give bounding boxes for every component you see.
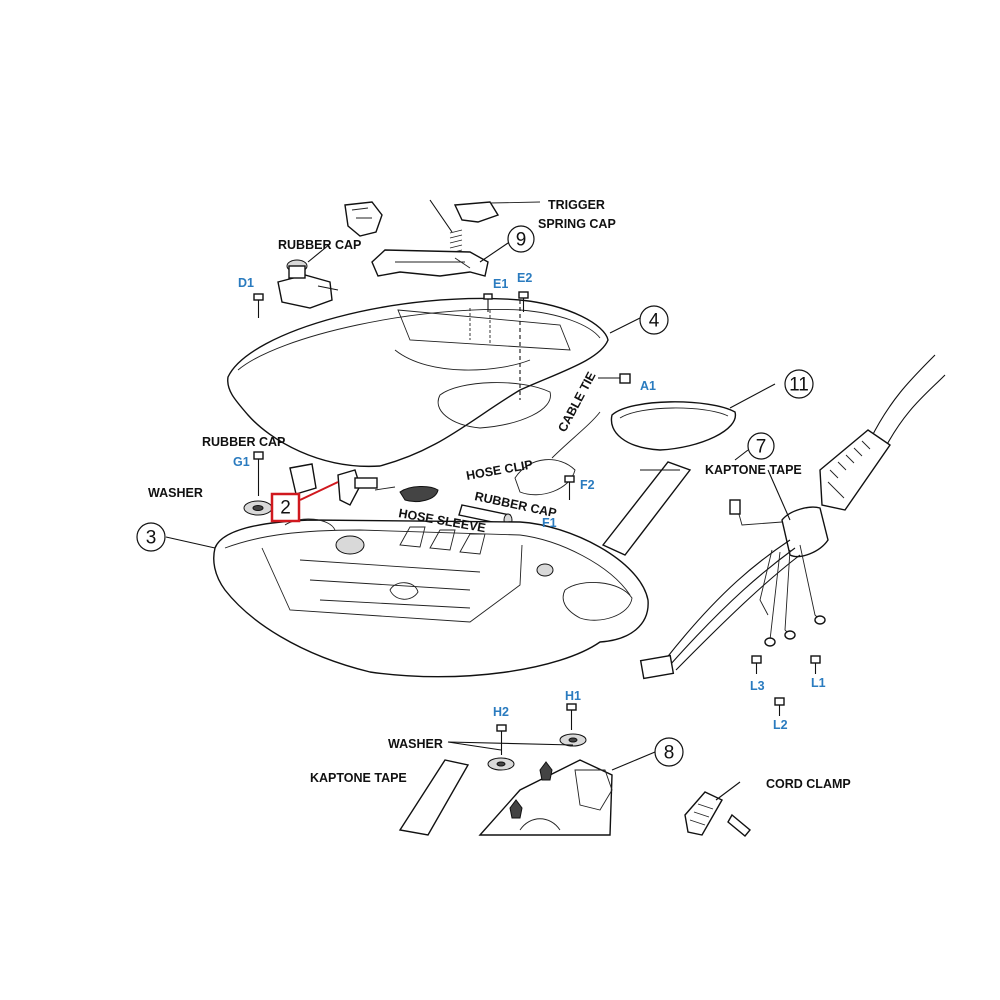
label-hose-clip: HOSE CLIP [465,457,534,482]
svg-text:8: 8 [664,743,675,764]
callout-3: 3 [136,522,166,552]
screw-d1 [253,293,264,318]
svg-text:11: 11 [789,375,809,396]
label-rubber-cap-left: RUBBER CAP [202,435,285,449]
screw-h1 [566,703,577,730]
power-cord-part-7 [639,354,946,680]
screw-h2 [496,724,507,755]
label-rubber-cap-top: RUBBER CAP [278,238,361,252]
svg-text:4: 4 [649,311,660,332]
callout-7: 7 [747,432,775,460]
screw-l1 [810,655,821,674]
label-kaptone-tape-right: KAPTONE TAPE [705,463,802,477]
rubber-cap-left-part [289,463,317,495]
upper-shell-part-4 [227,297,609,468]
label-kaptone-tape-bottom: KAPTONE TAPE [310,771,407,785]
cord-clamp-part [684,781,751,837]
code-e2: E2 [517,271,532,285]
spring-icon [429,199,463,254]
svg-text:2: 2 [280,498,291,519]
soleplate-part-8 [478,751,656,836]
label-spring-cap: SPRING CAP [538,217,616,231]
screw-a1 [598,373,631,384]
code-g1: G1 [233,455,250,469]
code-f2: F2 [580,478,595,492]
trigger-bracket-part-9 [371,249,489,277]
code-e1: E1 [493,277,508,291]
screw-e2 [518,291,529,312]
label-cord-clamp: CORD CLAMP [766,777,851,791]
callout-11: 11 [784,369,814,399]
screw-f2 [564,475,575,500]
code-h2: H2 [493,705,509,719]
callout-2-highlighted: 2 [270,492,301,523]
svg-text:7: 7 [756,437,767,458]
code-l3: L3 [750,679,765,693]
leader-lines [165,242,791,751]
code-l2: L2 [773,718,788,732]
rubber-cap-top-part [277,259,339,309]
code-a1: A1 [640,379,656,393]
hose-clip-part [374,486,439,503]
screw-e1 [483,293,493,312]
code-d1: D1 [238,276,254,290]
kaptone-tape-right-part [601,461,692,556]
svg-text:9: 9 [516,230,527,251]
trigger-assembly [344,201,541,237]
highlight-leader [299,481,339,501]
label-washer-left: WASHER [148,486,203,500]
code-h1: H1 [565,689,581,703]
valve-part-2 [337,469,378,506]
kaptone-tape-bottom-part [398,759,470,836]
washer-bottom-parts [487,733,587,771]
callout-9: 9 [507,225,535,253]
screw-l3 [751,655,762,674]
label-washer-bottom: WASHER [388,737,443,751]
code-f1: F1 [542,516,557,530]
callout-8: 8 [654,737,684,767]
cover-part-11 [610,383,776,451]
base-body-part-3 [213,518,649,678]
label-cable-tie: CABLE TIE [555,370,598,435]
washer-left-part [243,500,273,516]
label-trigger: TRIGGER [548,198,605,212]
cable-tie-part [514,411,601,496]
svg-text:3: 3 [146,528,157,549]
code-l1: L1 [811,676,826,690]
screw-g1 [253,451,264,496]
screw-l2 [774,697,785,716]
callout-4: 4 [639,305,669,335]
